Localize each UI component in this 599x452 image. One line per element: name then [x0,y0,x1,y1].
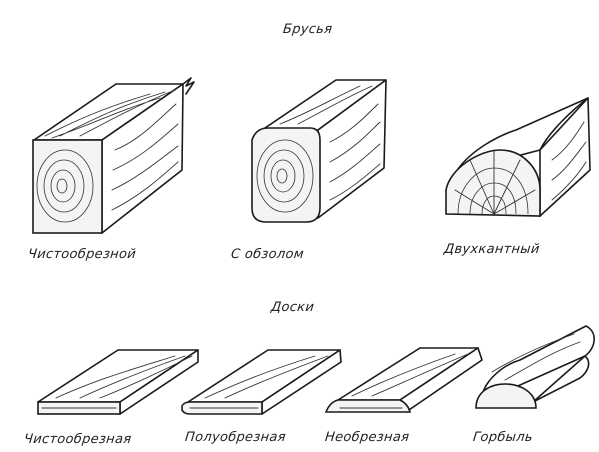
clean-edged-beam-illustration [33,78,194,233]
half-edged-board-illustration [182,350,341,414]
unedged-board-illustration [326,348,482,412]
two-edged-beam-illustration [446,98,590,216]
slab-board-illustration [476,326,594,408]
clean-edged-board-illustration [38,350,198,414]
wane-beam-illustration [252,80,386,222]
